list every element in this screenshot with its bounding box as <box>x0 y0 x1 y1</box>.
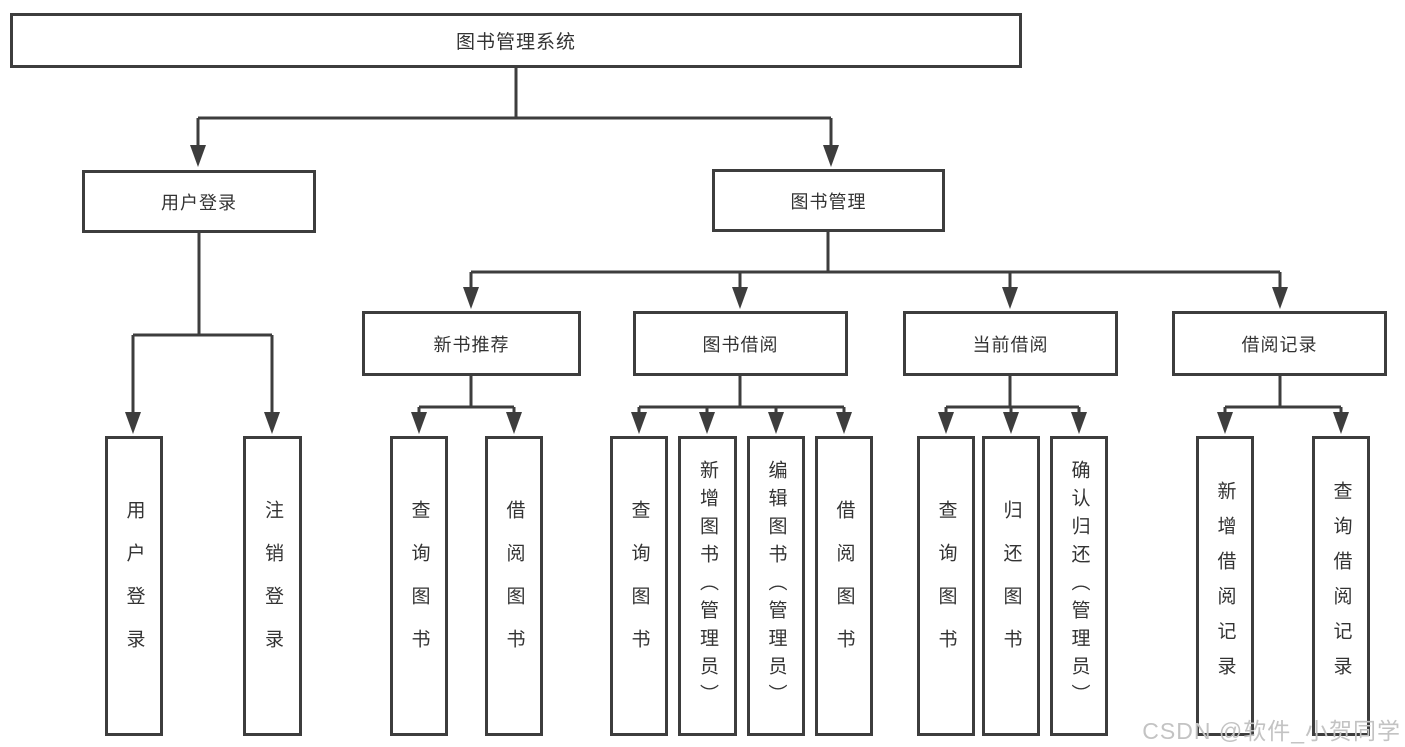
node-label: 归还图书 <box>1000 500 1022 672</box>
node-user-login-branch: 用户登录 <box>82 170 316 233</box>
arrow-down-icon <box>938 412 954 434</box>
arrow-down-icon <box>768 412 784 434</box>
node-label: 新增借阅记录 <box>1214 481 1236 691</box>
leaf-borrow-books: 借阅图书 <box>815 436 873 736</box>
arrow-down-icon <box>1071 412 1087 434</box>
node-label: 查询图书 <box>628 500 650 672</box>
node-label: 用户登录 <box>123 500 145 672</box>
node-root-system: 图书管理系统 <box>10 13 1022 68</box>
arrow-down-icon <box>699 412 715 434</box>
leaf-borrow-books-recommend: 借阅图书 <box>485 436 543 736</box>
connector-path <box>131 68 1343 416</box>
leaf-query-books-borrow: 查询图书 <box>610 436 668 736</box>
leaf-add-books-admin: 新增图书（管理员） <box>678 436 737 736</box>
node-label: 当前借阅 <box>972 334 1049 355</box>
arrow-down-icon <box>125 412 141 434</box>
node-label: 新增图书（管理员） <box>697 460 718 712</box>
arrow-down-icon <box>411 412 427 434</box>
node-label: 借阅图书 <box>503 500 525 672</box>
node-label: 图书管理系统 <box>455 32 576 53</box>
arrow-down-icon <box>836 412 852 434</box>
arrow-down-icon <box>264 412 280 434</box>
csdn-watermark: CSDN @软件_小贺同学 <box>1142 718 1401 744</box>
arrow-down-icon <box>631 412 647 434</box>
arrow-down-icon <box>823 145 839 167</box>
leaf-user-login: 用户登录 <box>105 436 163 736</box>
arrow-down-icon <box>1002 287 1018 309</box>
leaf-query-books-recommend: 查询图书 <box>390 436 448 736</box>
leaf-query-borrow-record: 查询借阅记录 <box>1312 436 1370 736</box>
leaf-add-borrow-record: 新增借阅记录 <box>1196 436 1254 736</box>
node-label: 注销登录 <box>262 500 283 672</box>
node-label: 确认归还（管理员） <box>1068 460 1090 712</box>
arrowheads <box>125 145 1349 434</box>
node-label: 新书推荐 <box>433 334 510 355</box>
node-label: 查询图书 <box>408 500 430 672</box>
arrow-down-icon <box>1003 412 1019 434</box>
node-label: 借阅记录 <box>1241 334 1318 355</box>
node-book-management-branch: 图书管理 <box>712 169 945 232</box>
leaf-edit-books-admin: 编辑图书（管理员） <box>747 436 805 736</box>
leaf-logout: 注销登录 <box>243 436 302 736</box>
arrow-down-icon <box>1272 287 1288 309</box>
arrow-down-icon <box>506 412 522 434</box>
arrow-down-icon <box>463 287 479 309</box>
node-label: 图书管理 <box>790 191 867 212</box>
node-new-book-recommend: 新书推荐 <box>362 311 581 376</box>
arrow-down-icon <box>732 287 748 309</box>
node-borrow-record: 借阅记录 <box>1172 311 1387 376</box>
node-label: 借阅图书 <box>833 500 855 672</box>
node-label: 查询借阅记录 <box>1330 481 1352 691</box>
arrow-down-icon <box>190 145 206 167</box>
node-book-borrow: 图书借阅 <box>633 311 848 376</box>
node-current-borrow: 当前借阅 <box>903 311 1118 376</box>
leaf-confirm-return-admin: 确认归还（管理员） <box>1050 436 1108 736</box>
node-label: 编辑图书（管理员） <box>765 460 787 712</box>
leaf-query-books-current: 查询图书 <box>917 436 975 736</box>
node-label: 图书借阅 <box>702 334 779 355</box>
leaf-return-books: 归还图书 <box>982 436 1040 736</box>
node-label: 查询图书 <box>935 500 957 672</box>
arrow-down-icon <box>1333 412 1349 434</box>
node-label: 用户登录 <box>161 192 237 213</box>
arrow-down-icon <box>1217 412 1233 434</box>
